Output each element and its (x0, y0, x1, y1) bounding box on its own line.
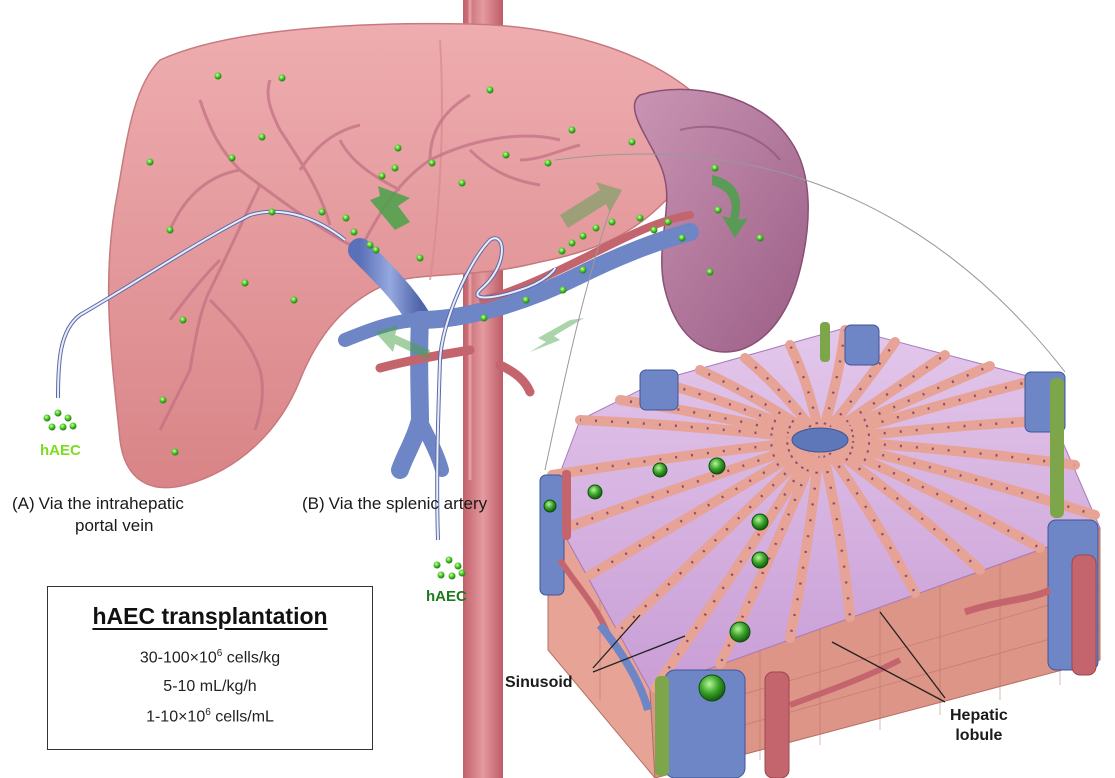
hAEC-cell-dot (367, 242, 374, 249)
hAEC-cell-dot (609, 219, 616, 226)
hAEC-cell-dot (487, 87, 494, 94)
hAEC-cell-dot (481, 315, 488, 322)
dose-line: 30-100×106 cells/kg (48, 648, 372, 667)
hAEC-cell-dot (629, 139, 636, 146)
route-a-label: (A)Via the intrahepatic (12, 493, 184, 514)
route-b-text: Via the splenic artery (329, 494, 487, 513)
hAEC-cell-dot (712, 165, 719, 172)
hAEC-cell-dot (503, 152, 510, 159)
hAEC-cell-dot (160, 397, 167, 404)
conc-suffix: cells/mL (211, 709, 274, 726)
hAEC-cell-dot (242, 280, 249, 287)
hAEC-cluster-a (44, 410, 77, 431)
hAEC-cell-dot (379, 173, 386, 180)
info-box-title: hAEC transplantation (48, 603, 372, 630)
hAEC-cell-dot (757, 235, 764, 242)
hAEC-cell-dot (392, 165, 399, 172)
hepatic-lobule-line1: Hepatic (950, 706, 1008, 726)
sinusoid-label: Sinusoid (505, 673, 573, 693)
concentration-line: 1-10×106 cells/mL (48, 707, 372, 726)
hAEC-cell-dot (319, 209, 326, 216)
hAEC-cell-dot (523, 297, 530, 304)
hAEC-cell-dot (580, 233, 587, 240)
central-vein (792, 428, 848, 452)
hAEC-cell-dot (229, 155, 236, 162)
hAEC-cell-dot (545, 160, 552, 167)
hAEC-cluster-b (434, 557, 466, 580)
hAEC-cell-dot (459, 180, 466, 187)
hAEC-cell-dot (215, 73, 222, 80)
hAEC-cell-dot (172, 449, 179, 456)
hAEC-cell-dot (715, 207, 722, 214)
hAEC-cell-dot (665, 219, 672, 226)
hAEC-cell-dot (269, 209, 276, 216)
hepatic-lobule-label: Hepatic lobule (950, 706, 1008, 746)
hepatic-lobule-line2: lobule (950, 726, 1008, 746)
hAEC-label-a: hAEC (40, 442, 81, 459)
hAEC-cell-dot (679, 235, 686, 242)
hAEC-cell-dot (180, 317, 187, 324)
dose-suffix: cells/kg (222, 649, 280, 666)
conc-prefix: 1-10×10 (146, 709, 205, 726)
hAEC-cell-dot (559, 248, 566, 255)
hAEC-cell-dot (373, 247, 380, 254)
hAEC-cell-dot (429, 160, 436, 167)
hAEC-cell-dot (417, 255, 424, 262)
hAEC-cell-dot (291, 297, 298, 304)
hAEC-cell-dot (637, 215, 644, 222)
dose-prefix: 30-100×10 (140, 649, 217, 666)
hAEC-cell-dot (351, 229, 358, 236)
route-a-letter: (A) (12, 494, 35, 513)
hAEC-cell-dot (343, 215, 350, 222)
hAEC-cell-dot (259, 134, 266, 141)
hAEC-cell-dot (395, 145, 402, 152)
hAEC-cell-dot (580, 267, 587, 274)
hepatic-lobule-block (548, 328, 1100, 778)
transplantation-info-box: hAEC transplantation 30-100×106 cells/kg… (47, 586, 373, 750)
hAEC-cell-dot (167, 227, 174, 234)
hAEC-label-b: hAEC (426, 588, 467, 605)
hAEC-cell-dot (707, 269, 714, 276)
hAEC-cell-dot (560, 287, 567, 294)
route-a-line1: Via the intrahepatic (39, 494, 184, 513)
hAEC-cell-dot (651, 227, 658, 234)
rate-line: 5-10 mL/kg/h (48, 678, 372, 696)
hAEC-cell-dot (569, 127, 576, 134)
route-b-label: (B)Via the splenic artery (302, 493, 487, 514)
route-a-line2-label: portal vein (75, 515, 153, 536)
hAEC-cell-dot (279, 75, 286, 82)
route-b-letter: (B) (302, 494, 325, 513)
hAEC-cell-dot (147, 159, 154, 166)
hAEC-cell-dot (569, 240, 576, 247)
hAEC-cell-dot (593, 225, 600, 232)
